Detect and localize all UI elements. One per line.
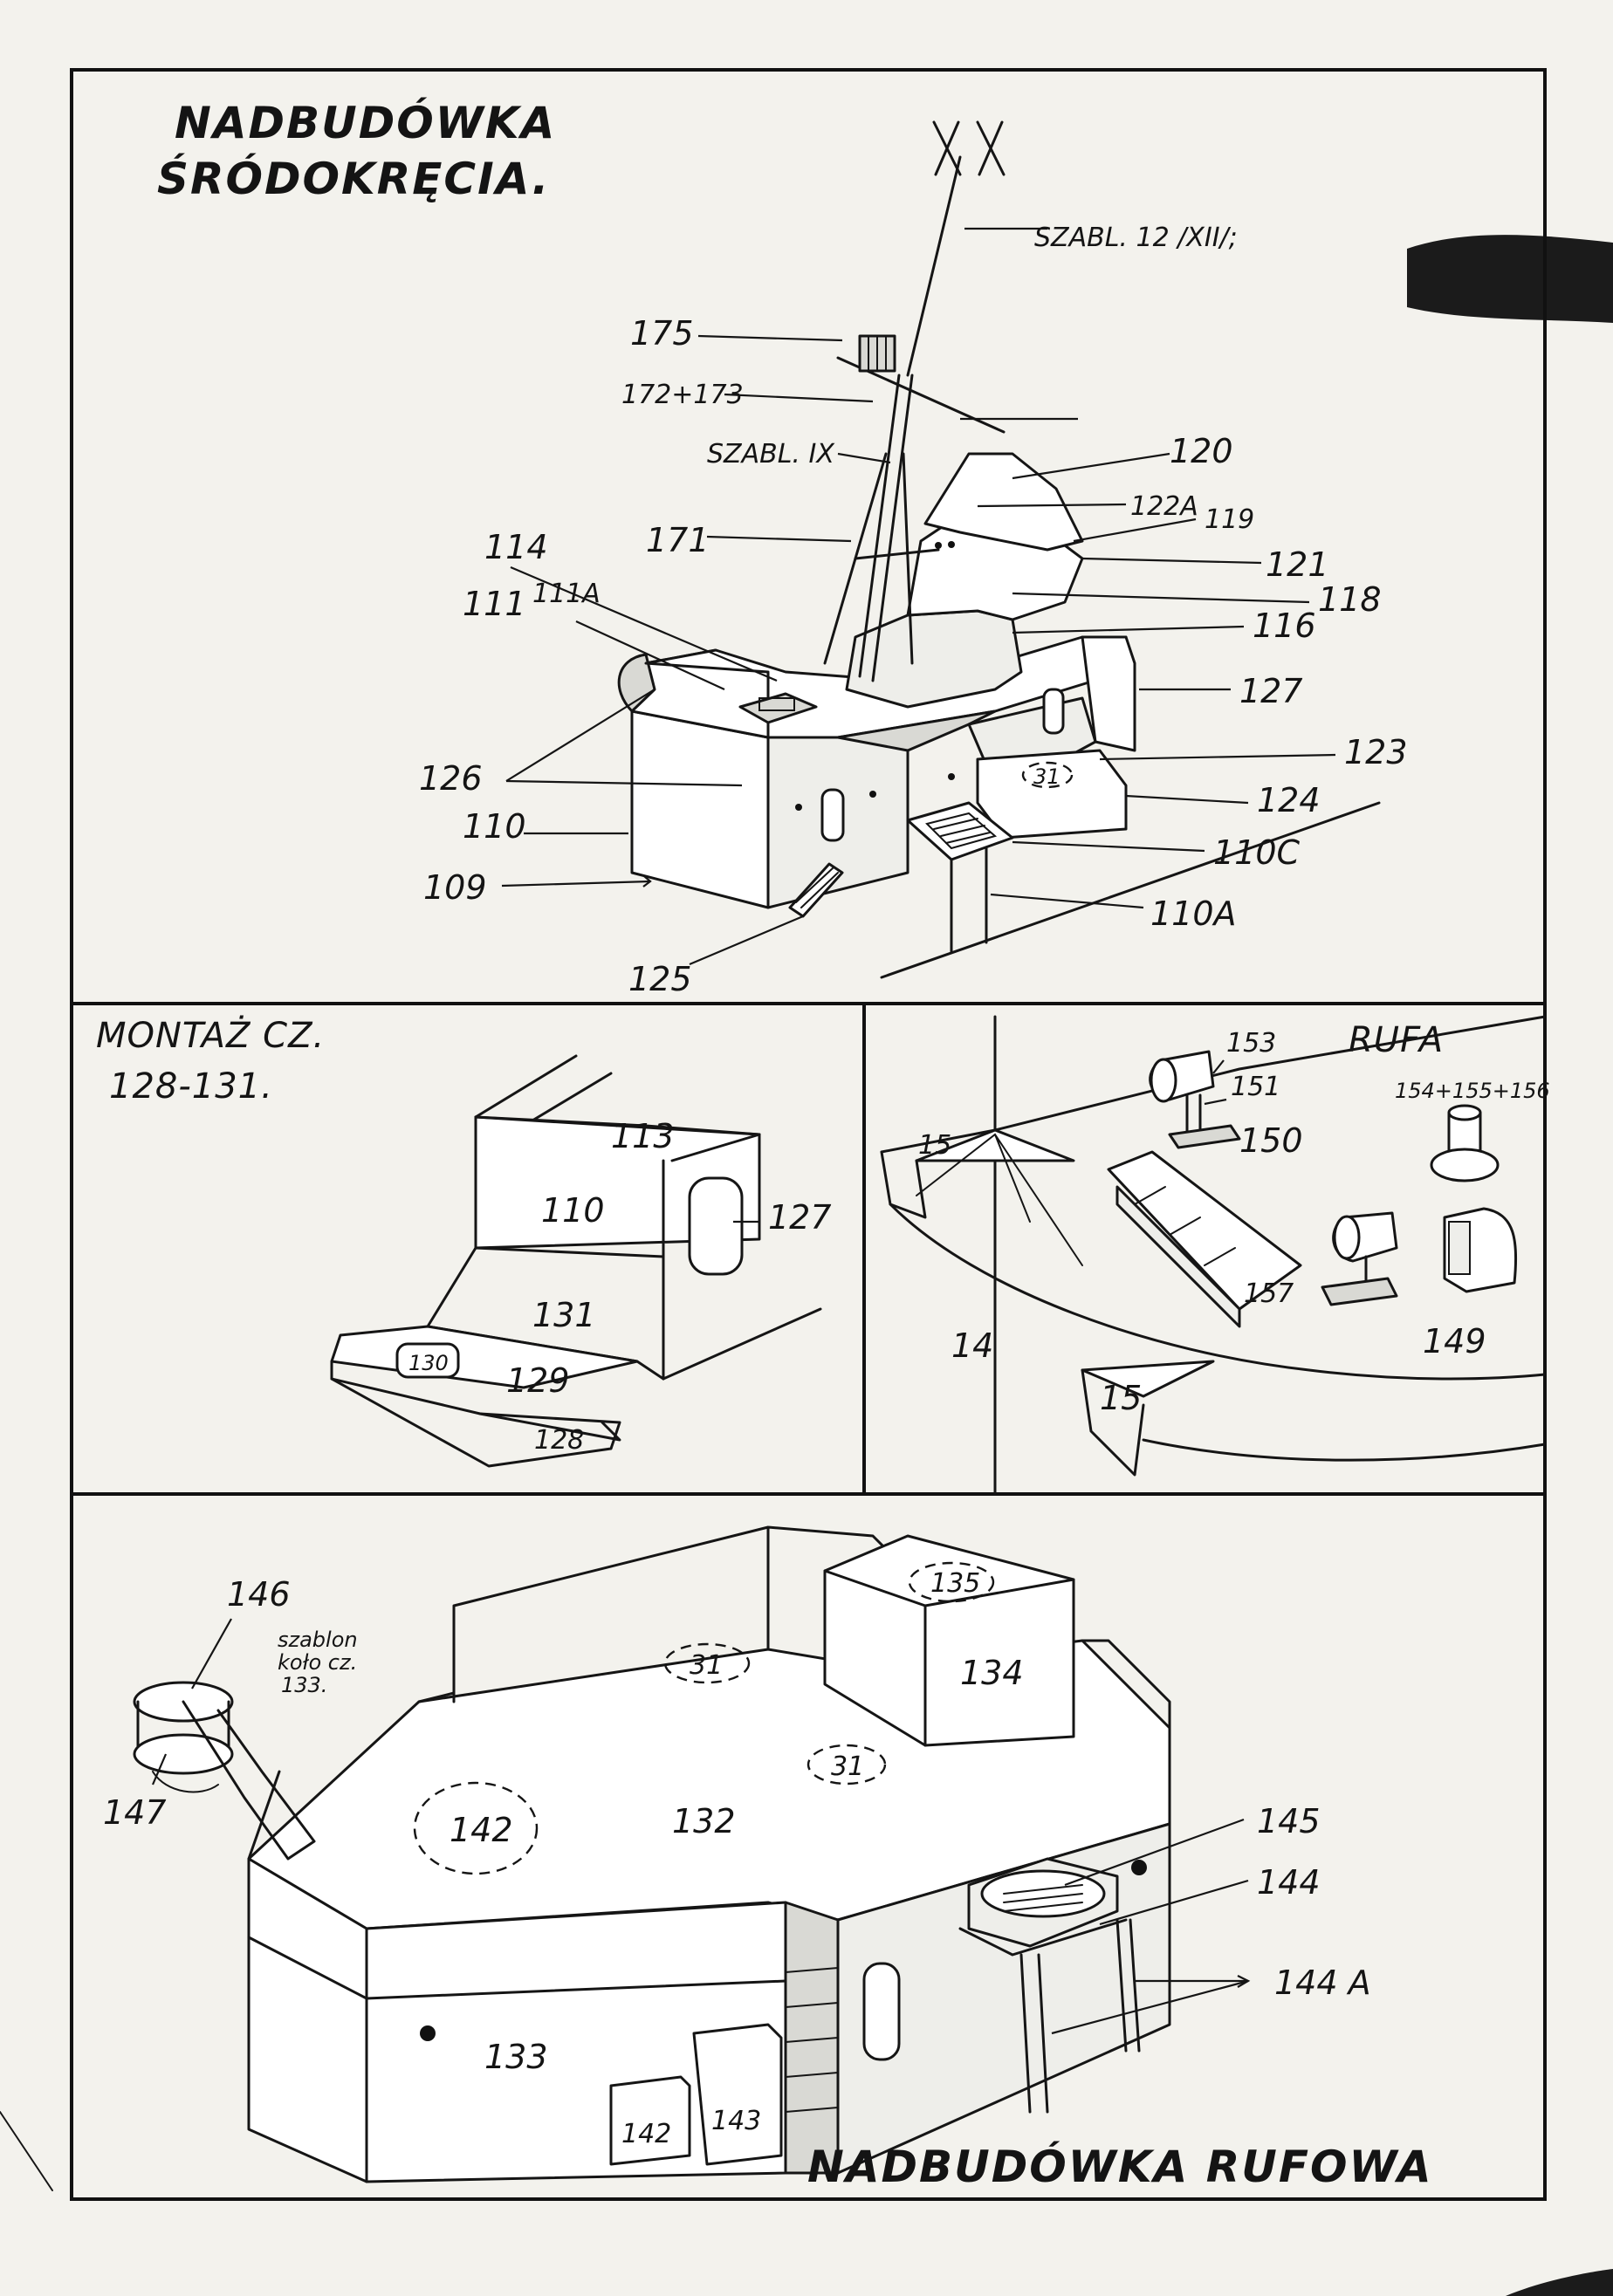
label-111a: 111A — [532, 579, 601, 609]
stern-drawing — [880, 1015, 1547, 1496]
stern-label-153: 153 — [1226, 1028, 1276, 1059]
aft-title: NADBUDÓWKA RUFOWA — [807, 2141, 1433, 2192]
midship-title-line1: NADBUDÓWKA — [175, 97, 556, 148]
part-127-assembly — [688, 1176, 744, 1276]
stern-label-151: 151 — [1231, 1072, 1280, 1102]
part-130 — [395, 1342, 460, 1379]
label-118: 118 — [1318, 580, 1382, 619]
paper-smudges — [0, 235, 1613, 2296]
stern-label-15-bow: 15 — [918, 1130, 951, 1161]
aft-label-147: 147 — [103, 1793, 167, 1832]
assembly-label-129: 129 — [506, 1361, 570, 1400]
part-142-box — [609, 2075, 691, 2166]
label-109: 109 — [423, 868, 487, 907]
midship-title-line2: ŚRÓDOKRĘCIA. — [157, 153, 550, 204]
part-143-box — [692, 2023, 783, 2166]
label-126: 126 — [419, 759, 483, 798]
assembly-panel: MONTAŻ CZ. 128-131. 113 110 127 131 130 … — [96, 1014, 832, 1468]
part-125 — [788, 862, 844, 918]
aft-label-133: 133 — [484, 2038, 548, 2076]
aft-label-135: 135 — [930, 1568, 980, 1599]
stern-label-15-stern: 15 — [1100, 1379, 1142, 1417]
part-15-bow — [915, 1128, 1075, 1162]
stern-label-14: 14 — [951, 1326, 993, 1365]
assembly-title-line2: 128-131. — [109, 1066, 273, 1107]
midship-drawing: 31 — [501, 120, 1381, 979]
assembly-title-line1: MONTAŻ CZ. — [96, 1014, 325, 1056]
label-121: 121 — [1266, 545, 1329, 584]
aft-label-134: 134 — [960, 1654, 1024, 1692]
part-142-marker — [413, 1781, 539, 1875]
label-175: 175 — [630, 314, 694, 353]
assembly-label-131: 131 — [532, 1296, 596, 1334]
stern-label-154-155-156: 154+155+156 — [1395, 1079, 1550, 1103]
aft-drawing — [133, 1525, 1251, 2183]
stern-label-157: 157 — [1244, 1278, 1294, 1309]
part-120 — [923, 452, 1084, 552]
midship-superstructure-panel: NADBUDÓWKA ŚRÓDOKRĘCIA. 31 — [157, 97, 1408, 998]
assembly-label-127: 127 — [768, 1198, 832, 1237]
label-110a: 110A — [1150, 894, 1237, 933]
aft-superstructure-panel: 146 szablon koło cz. 133. 147 142 31 31 … — [103, 1525, 1433, 2192]
part-15-stern — [1081, 1360, 1215, 1398]
label-127: 127 — [1239, 672, 1303, 710]
template-note-line2: koło cz. — [278, 1650, 357, 1675]
label-123: 123 — [1344, 733, 1408, 771]
stern-title: RUFA — [1349, 1020, 1444, 1060]
part-150 — [1168, 1124, 1241, 1149]
template-note-line1: szablon — [278, 1628, 358, 1652]
part-134 — [823, 1534, 1075, 1747]
template-12-label: SZABL. 12 /XII/; — [1034, 223, 1238, 253]
part-124 — [976, 749, 1128, 840]
aft-label-132: 132 — [672, 1802, 736, 1840]
aft-label-31-a: 31 — [690, 1650, 723, 1681]
label-122a: 122A — [1130, 491, 1198, 522]
assembly-drawing — [330, 1054, 822, 1468]
assembly-label-113: 113 — [611, 1117, 675, 1155]
label-120: 120 — [1170, 432, 1233, 470]
label-119: 119 — [1205, 504, 1254, 535]
aft-label-142: 142 — [621, 2119, 671, 2149]
label-172-173: 172+173 — [621, 380, 744, 410]
template-note-line3: 133. — [281, 1673, 327, 1697]
frame — [70, 68, 1547, 2201]
label-116: 116 — [1253, 607, 1316, 645]
stern-label-150: 150 — [1239, 1121, 1303, 1160]
label-110: 110 — [463, 807, 526, 846]
aft-label-142-top: 142 — [450, 1811, 513, 1849]
aft-label-144a: 144 A — [1274, 1964, 1371, 2002]
aft-label-146: 146 — [227, 1575, 291, 1614]
label-171: 171 — [646, 521, 710, 559]
part-31-marker-a — [663, 1642, 751, 1684]
assembly-label-130: 130 — [408, 1351, 449, 1375]
part-135-marker — [908, 1561, 995, 1603]
assembly-label-110: 110 — [541, 1191, 605, 1230]
aft-label-144: 144 — [1257, 1863, 1321, 1902]
aft-label-145: 145 — [1257, 1802, 1321, 1840]
label-114: 114 — [484, 528, 548, 566]
part-127 — [1081, 635, 1136, 752]
stern-panel: RUFA — [880, 1015, 1550, 1496]
label-124: 124 — [1257, 781, 1321, 819]
midship-label-31: 31 — [1033, 764, 1060, 789]
part-110-face — [630, 709, 770, 909]
label-125: 125 — [628, 960, 692, 998]
part-31-marker — [1021, 761, 1074, 789]
label-111: 111 — [463, 585, 526, 623]
aft-label-143: 143 — [711, 2106, 761, 2136]
assembly-label-128: 128 — [534, 1425, 584, 1456]
part-31-marker-b — [806, 1744, 887, 1785]
label-110c: 110C — [1213, 833, 1301, 872]
aft-label-31-b: 31 — [831, 1751, 864, 1782]
template-9-label: SZABL. IX — [707, 439, 835, 469]
part-147 — [133, 1733, 234, 1775]
stern-label-149: 149 — [1423, 1322, 1486, 1360]
